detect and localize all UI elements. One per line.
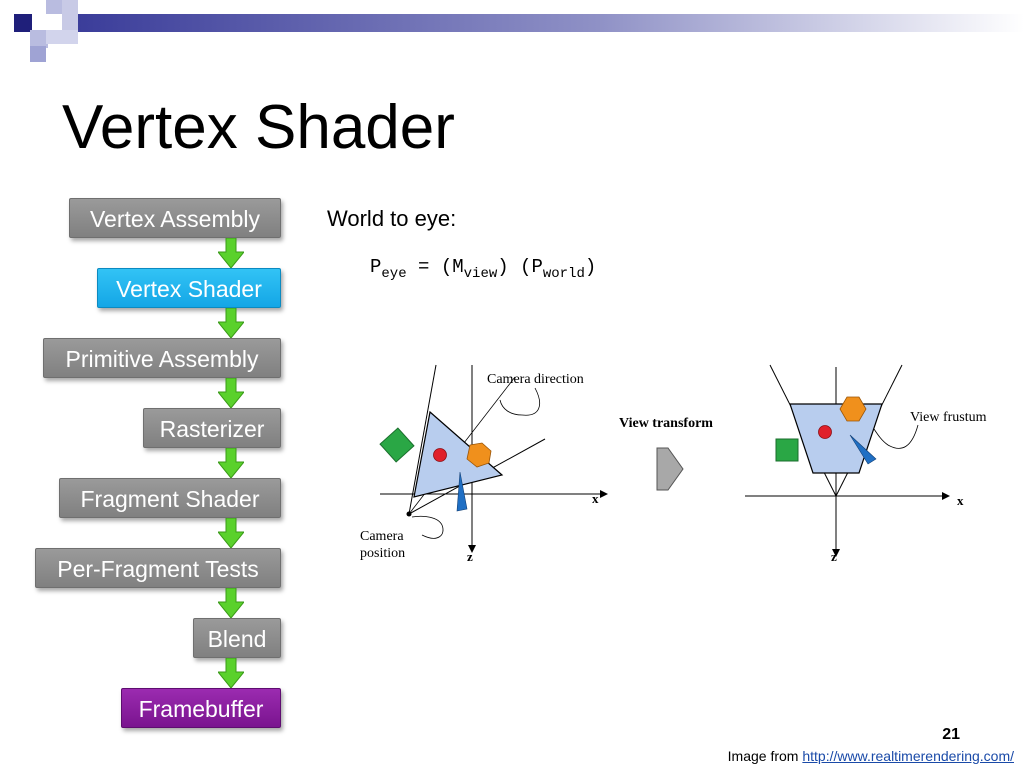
camera-position-label: Camera bbox=[360, 529, 404, 544]
down-arrow-icon bbox=[218, 588, 244, 618]
pipeline-stage-blend[interactable]: Blend bbox=[193, 618, 281, 658]
down-arrow-icon bbox=[218, 308, 244, 338]
camera-direction-label: Camera direction bbox=[487, 372, 584, 387]
view-frustum-label: View frustum bbox=[910, 410, 987, 425]
pipeline-stage-per-fragment-tests[interactable]: Per-Fragment Tests bbox=[35, 548, 281, 588]
world-to-eye-label: World to eye: bbox=[327, 206, 457, 231]
world-space-figure: x z Camera direction Camera position bbox=[360, 364, 608, 564]
eye-space-figure: x z View frustum bbox=[745, 364, 987, 564]
pipeline-stage-framebuffer[interactable]: Framebuffer bbox=[121, 688, 281, 728]
transform-formula: Peye = (Mview) (Pworld) bbox=[370, 256, 597, 282]
down-arrow-icon bbox=[218, 378, 244, 408]
right-arrow-icon bbox=[656, 447, 684, 491]
header-decoration bbox=[14, 0, 1024, 62]
pipeline-stage-rasterizer[interactable]: Rasterizer bbox=[143, 408, 281, 448]
pipeline-stage-fragment-shader[interactable]: Fragment Shader bbox=[59, 478, 281, 518]
down-arrow-icon bbox=[218, 658, 244, 688]
view-transform-diagram: x z Camera direction Camera position Vie… bbox=[360, 364, 987, 564]
pipeline-stage-vertex-shader[interactable]: Vertex Shader bbox=[97, 268, 281, 308]
axis-z-label-2: z bbox=[831, 549, 837, 564]
image-credit: Image from http://www.realtimerendering.… bbox=[728, 748, 1014, 764]
pipeline-stage-vertex-assembly[interactable]: Vertex Assembly bbox=[69, 198, 281, 238]
camera-position-label-2: position bbox=[360, 546, 405, 561]
down-arrow-icon bbox=[218, 518, 244, 548]
axis-z-label: z bbox=[467, 549, 473, 564]
credit-link[interactable]: http://www.realtimerendering.com/ bbox=[802, 748, 1014, 764]
down-arrow-icon bbox=[218, 238, 244, 268]
axis-x-label-2: x bbox=[957, 493, 964, 508]
credit-prefix: Image from bbox=[727, 748, 803, 764]
view-transform-label: View transform bbox=[619, 416, 713, 431]
down-arrow-icon bbox=[218, 448, 244, 478]
pipeline-stage-primitive-assembly[interactable]: Primitive Assembly bbox=[43, 338, 281, 378]
axis-x-label: x bbox=[592, 491, 599, 506]
page-number: 21 bbox=[942, 726, 960, 743]
slide-title: Vertex Shader bbox=[62, 93, 455, 162]
